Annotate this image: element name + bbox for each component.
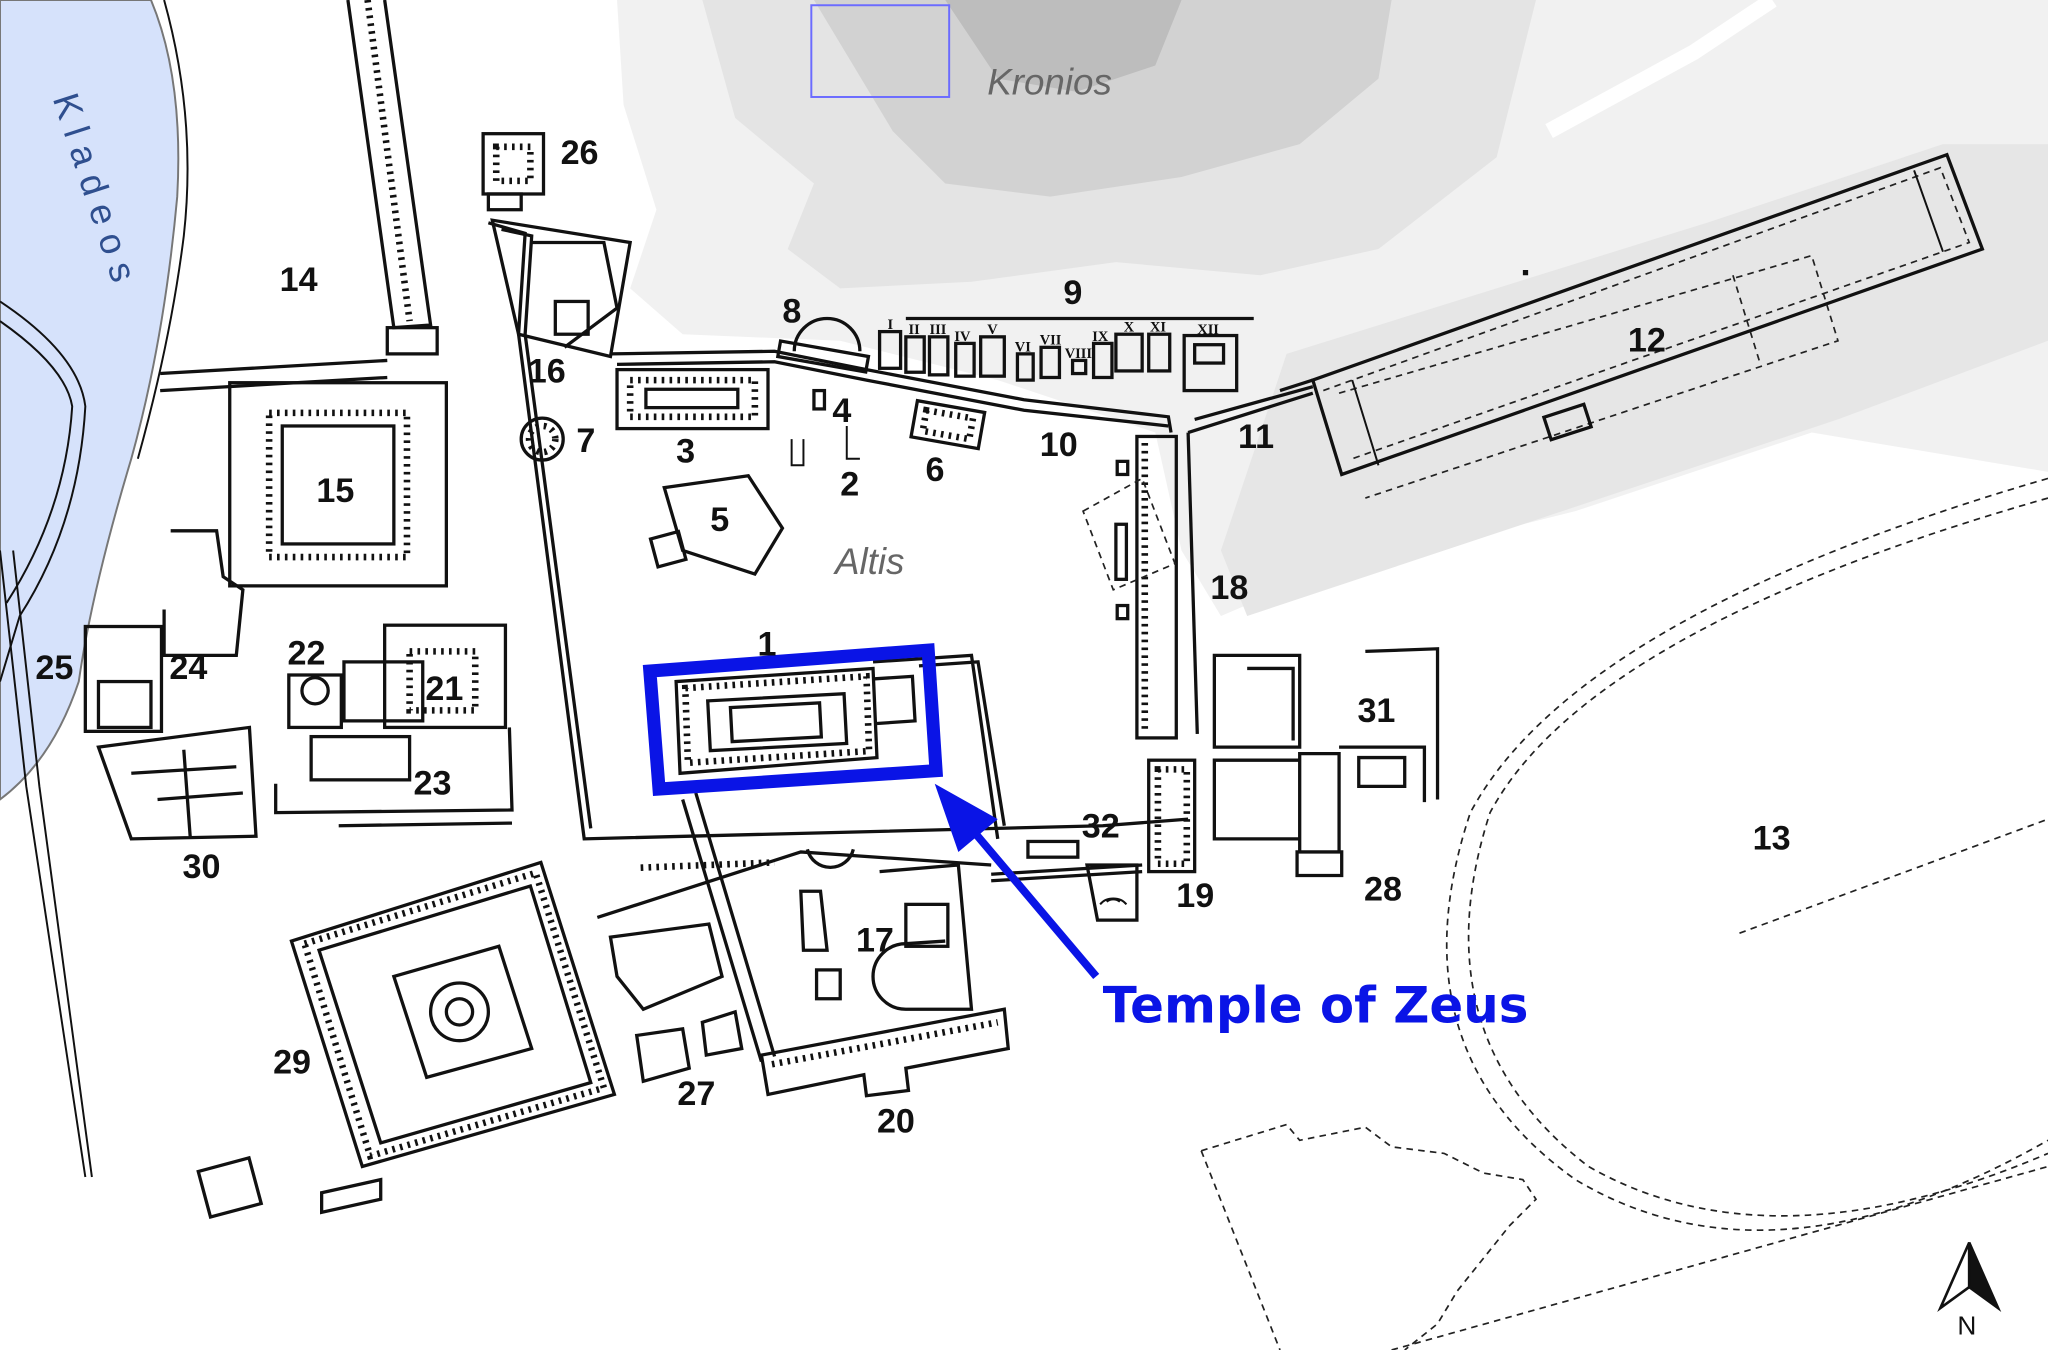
site-label-14: 14 (280, 261, 318, 299)
site-label-30: 30 (182, 848, 220, 886)
site-label-10: 10 (1040, 426, 1078, 464)
treasury-label-2: II (908, 322, 920, 338)
site-label-17: 17 (856, 922, 894, 960)
kronios-label: Kronios (987, 61, 1112, 102)
kronios-hill-top (945, 0, 1182, 92)
temple-of-zeus-highlight: Temple of Zeus (642, 643, 1529, 1034)
site-label-7: 7 (576, 422, 595, 460)
terrain (617, 0, 2048, 617)
treasury-labels: I II III IV V VI VII VIII IX X XI XII (887, 317, 1219, 362)
north-arrow-icon: N (1937, 1241, 2002, 1340)
highlight-arrow (965, 823, 1100, 979)
site-label-31: 31 (1357, 692, 1395, 730)
site-label-21: 21 (425, 670, 463, 708)
kronios-hill-mid (813, 0, 1392, 197)
site-label-5: 5 (710, 501, 729, 539)
north-label: N (1957, 1310, 1976, 1340)
stadium-embankment (1220, 144, 2048, 617)
site-label-28: 28 (1364, 870, 1402, 908)
highlight-box (642, 643, 944, 796)
hippodrome (1200, 477, 2048, 1350)
site-label-22: 22 (288, 635, 326, 673)
site-label-18: 18 (1210, 569, 1248, 607)
site-label-6: 6 (926, 451, 945, 489)
site-label-15: 15 (316, 472, 354, 510)
treasury-label-3: III (929, 322, 946, 338)
site-label-4: 4 (832, 392, 851, 430)
site-label-20: 20 (877, 1102, 915, 1140)
site-number-labels: 1 2 3 4 5 6 7 8 9 10 11 12 13 14 15 16 1… (35, 134, 1790, 1141)
site-label-9: 9 (1063, 274, 1082, 312)
treasury-label-1: I (887, 317, 893, 333)
temple-of-zeus-label: Temple of Zeus (1103, 976, 1529, 1034)
site-label-32: 32 (1082, 808, 1120, 846)
site-label-25: 25 (35, 649, 73, 687)
buildings (83, 0, 1440, 1220)
site-label-23: 23 (414, 764, 452, 802)
site-label-12: 12 (1628, 321, 1666, 359)
selection-box (810, 4, 951, 98)
site-label-11: 11 (1238, 418, 1274, 456)
road (1545, 0, 1777, 138)
site-label-2: 2 (840, 465, 859, 503)
site-label-1: 1 (757, 625, 776, 663)
site-label-16: 16 (528, 353, 566, 391)
site-label-8: 8 (782, 292, 801, 330)
treasury-label-11: XI (1150, 320, 1166, 336)
treasury-label-6: VI (1015, 339, 1031, 355)
site-label-13: 13 (1753, 819, 1791, 857)
kladeos-river (0, 0, 189, 1178)
site-label-19: 19 (1176, 877, 1214, 915)
leonidaion (289, 860, 617, 1169)
treasury-label-4: IV (954, 329, 971, 345)
treasury-label-10: X (1124, 320, 1135, 336)
treasury-label-8: VIII (1065, 346, 1093, 362)
stadium (1187, 152, 1985, 499)
site-label-29: 29 (273, 1043, 311, 1081)
treasury-buildings (877, 329, 1239, 393)
site-label-24: 24 (169, 649, 207, 687)
treasury-label-5: V (987, 322, 998, 338)
treasury-label-7: VII (1040, 333, 1062, 349)
site-label-26: 26 (561, 134, 599, 172)
arrow-head (934, 783, 998, 852)
treasury-label-9: IX (1092, 329, 1109, 345)
site-label-3: 3 (676, 433, 695, 471)
altis-label: Altis (833, 541, 904, 582)
treasury-label-12: XII (1197, 322, 1219, 338)
temple-of-zeus (674, 653, 1006, 840)
site-label-27: 27 (677, 1075, 715, 1113)
